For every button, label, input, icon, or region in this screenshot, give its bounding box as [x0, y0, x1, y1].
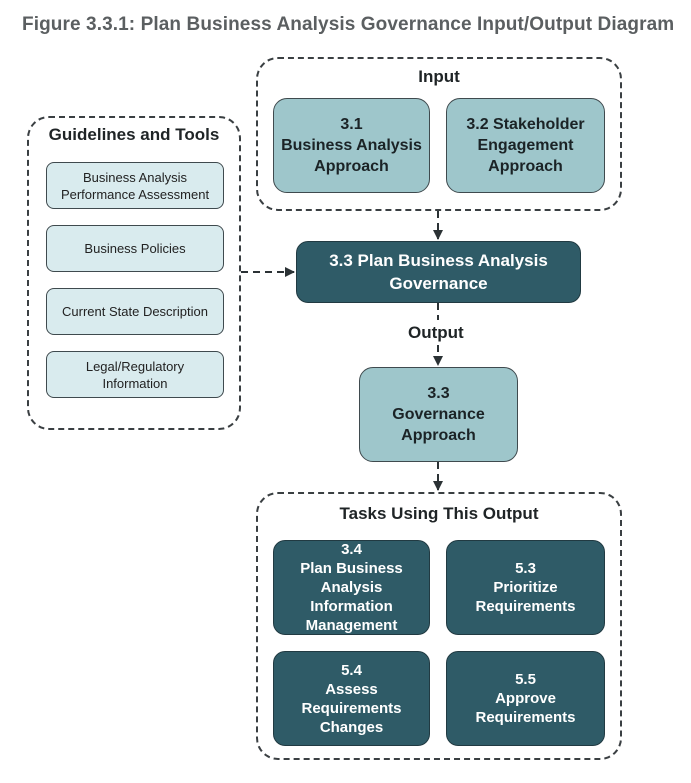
task-approve-requirements: 5.5 Approve Requirements: [446, 651, 605, 746]
guidelines-tools-title: Guidelines and Tools: [48, 125, 220, 144]
output-governance-approach: 3.3 Governance Approach: [359, 367, 518, 462]
input-business-analysis-approach: 3.1 Business Analysis Approach: [273, 98, 430, 193]
task-prioritize-requirements: 5.3 Prioritize Requirements: [446, 540, 605, 635]
guideline-legal-regulatory-information: Legal/Regulatory Information: [46, 351, 224, 398]
guideline-performance-assessment: Business Analysis Performance Assessment: [46, 162, 224, 209]
tasks-using-output-group: Tasks Using This Output: [256, 492, 622, 760]
input-stakeholder-engagement-approach: 3.2 Stakeholder Engagement Approach: [446, 98, 605, 193]
main-task-plan-governance: 3.3 Plan Business Analysis Governance: [296, 241, 581, 303]
input-group-title: Input: [418, 67, 460, 86]
guideline-current-state-description: Current State Description: [46, 288, 224, 335]
task-assess-requirements-changes: 5.4 Assess Requirements Changes: [273, 651, 430, 746]
task-plan-information-management: 3.4 Plan Business Analysis Information M…: [273, 540, 430, 635]
figure-title: Figure 3.3.1: Plan Business Analysis Gov…: [22, 14, 675, 35]
output-label: Output: [408, 323, 464, 342]
tasks-using-output-title: Tasks Using This Output: [339, 504, 539, 523]
guideline-business-policies: Business Policies: [46, 225, 224, 272]
guidelines-tools-group: Guidelines and Tools: [27, 116, 241, 430]
input-group: Input: [256, 57, 622, 211]
